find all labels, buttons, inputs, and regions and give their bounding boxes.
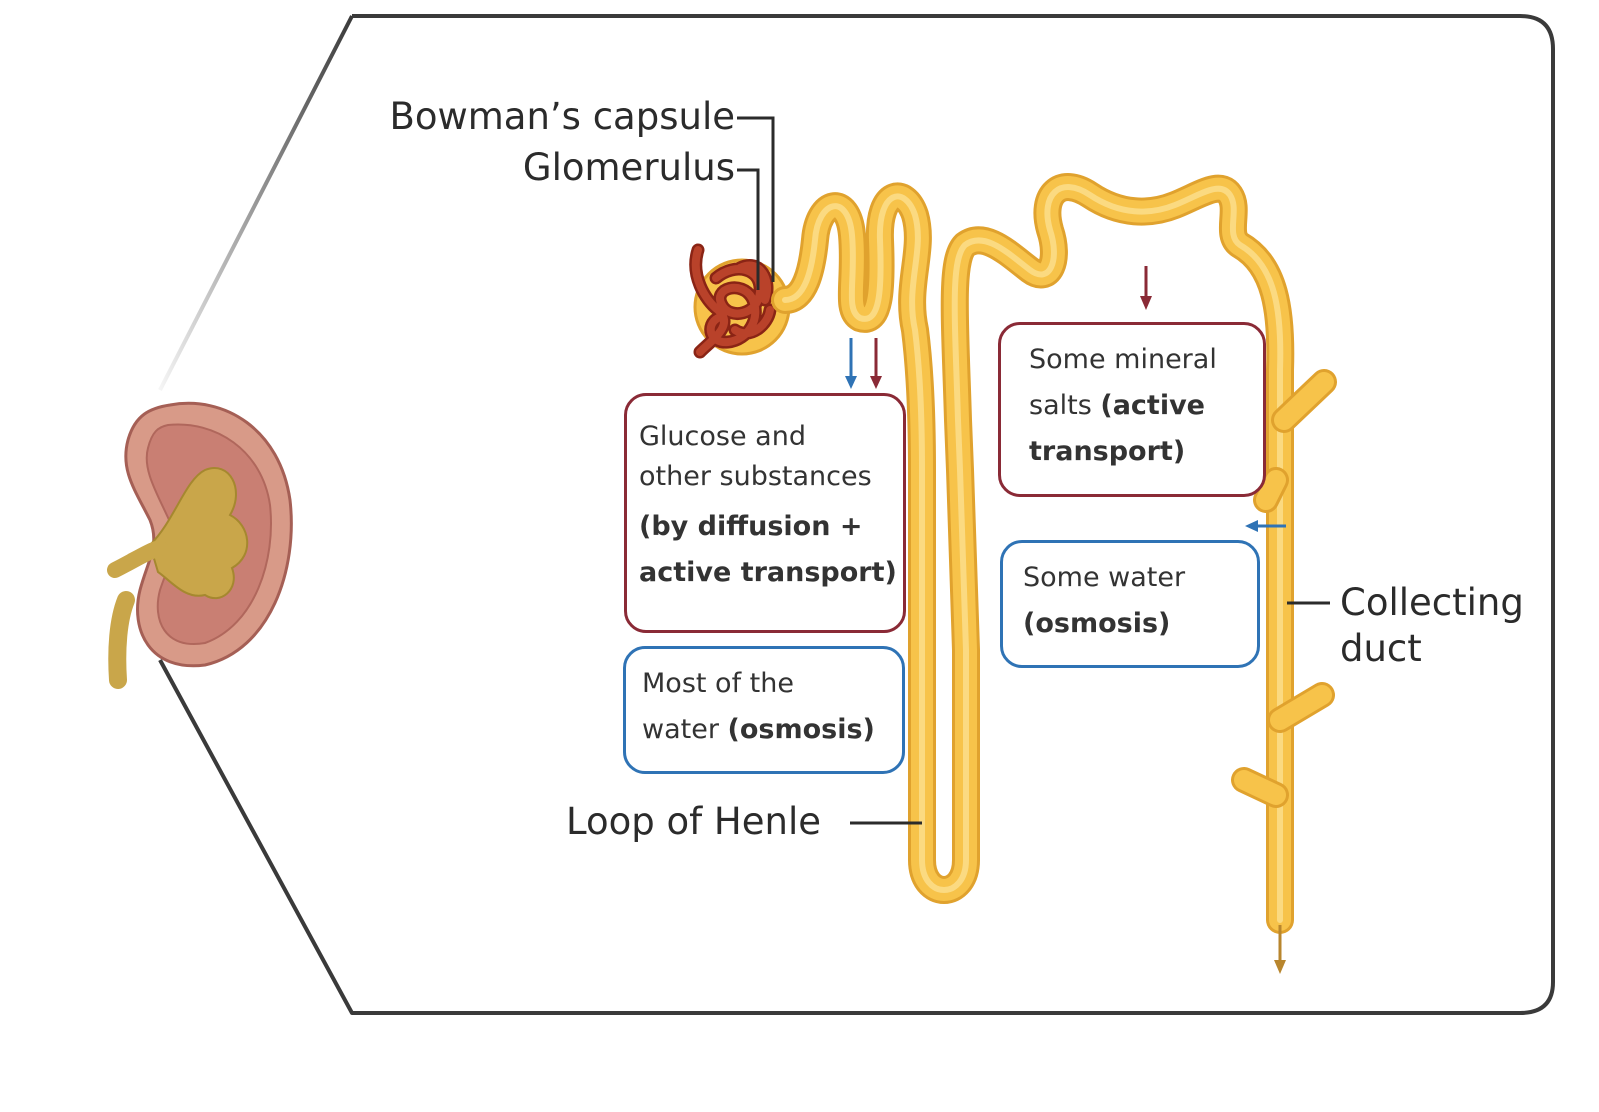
mineral-box-line1: Some mineral (1029, 344, 1217, 375)
collecting-duct-label-line1: Collecting (1340, 581, 1524, 624)
mineral-salts-reabsorption-box: Some mineral salts (active transport) (998, 322, 1266, 497)
loop-of-henle-label: Loop of Henle (566, 800, 821, 843)
glucose-box-line1: Glucose and (639, 421, 806, 452)
collecting-duct-branches (1231, 369, 1337, 808)
mineral-box-line2-bold: (active (1100, 390, 1205, 421)
outflow-arrow (1274, 925, 1286, 974)
bowmans-capsule-leader (737, 116, 775, 282)
glucose-reabsorption-box: Glucose and other substances (by diffusi… (624, 393, 906, 633)
glucose-box-line3: (by diffusion + (639, 511, 863, 542)
mineral-box-line2-plain: salts (1029, 390, 1101, 421)
some-water-box-line2: (osmosis) (1023, 608, 1171, 639)
most-water-box-line2: water (osmosis) (642, 707, 875, 753)
most-water-box-line1: Most of the (642, 668, 794, 699)
blue-arrow-water-box (1245, 520, 1286, 532)
collecting-duct-label-line2: duct (1340, 627, 1422, 670)
red-arrow-mineral-box (1140, 266, 1152, 310)
leader-lines (737, 116, 1330, 825)
most-water-box-line2-plain: water (642, 714, 728, 745)
blue-arrow-glucose-box (845, 338, 857, 389)
bowmans-capsule-label: Bowman’s capsule (389, 95, 735, 138)
glomerulus-leader (737, 168, 760, 290)
some-water-reabsorption-box: Some water (osmosis) (1000, 540, 1260, 668)
red-arrow-glucose-box (870, 338, 882, 389)
callout-frame-connector (158, 15, 354, 391)
callout-frame (158, 14, 1555, 1015)
collecting-duct-label: Collecting duct (1340, 580, 1524, 672)
glomerulus-label: Glomerulus (522, 146, 735, 189)
reabsorption-arrows (845, 266, 1286, 974)
mineral-box-line2: salts (active (1029, 383, 1205, 429)
glucose-box-line4: active transport) (639, 557, 897, 588)
mineral-box-line3: transport) (1029, 436, 1186, 467)
some-water-box-line1: Some water (1023, 562, 1186, 593)
glomerulus-shape (689, 243, 777, 359)
kidney-icon (107, 401, 293, 689)
glucose-box-line2: other substances (639, 461, 872, 492)
most-water-reabsorption-box: Most of the water (osmosis) (623, 646, 905, 774)
most-water-box-line2-bold: (osmosis) (727, 714, 875, 745)
